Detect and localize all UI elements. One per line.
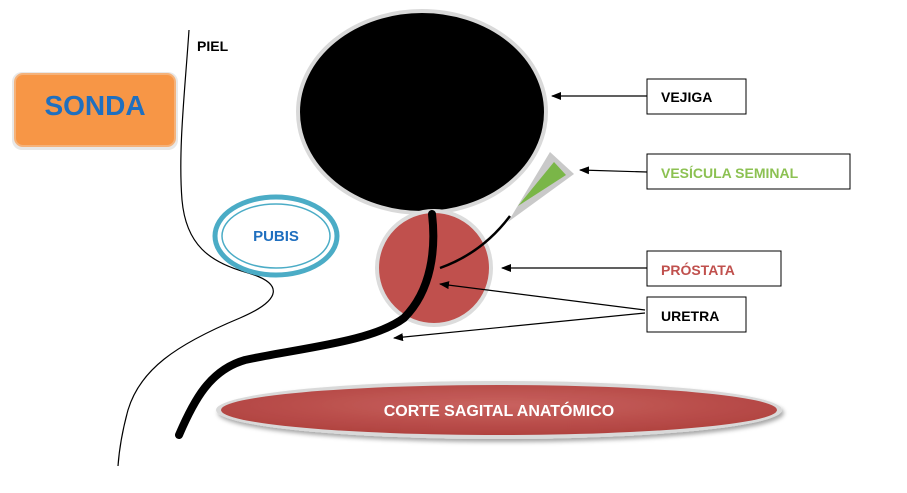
arrow-uretra-upper bbox=[439, 281, 646, 311]
arrow-vesicula bbox=[579, 166, 648, 175]
seminal-duct bbox=[439, 215, 511, 270]
pubis-ring: PUBIS bbox=[212, 194, 340, 278]
sonda-box: SONDA bbox=[12, 72, 178, 150]
vesicula-label: VESÍCULA SEMINAL bbox=[661, 165, 799, 181]
prostata-callout: PRÓSTATA bbox=[646, 250, 782, 287]
uretra-label: URETRA bbox=[661, 308, 719, 324]
pubis-label: PUBIS bbox=[253, 228, 299, 245]
uretra-callout: URETRA bbox=[646, 296, 747, 333]
sonda-label: SONDA bbox=[44, 90, 145, 121]
skin-line bbox=[117, 29, 274, 467]
vejiga-callout: VEJIGA bbox=[646, 78, 747, 115]
piel-label: PIEL bbox=[197, 38, 229, 54]
corte-label: CORTE SAGITAL ANATÓMICO bbox=[384, 401, 615, 420]
vejiga-label: VEJIGA bbox=[661, 89, 712, 105]
vesicula-shape bbox=[508, 152, 574, 222]
catheter-tube bbox=[175, 210, 438, 439]
vesicula-callout: VESÍCULA SEMINAL bbox=[646, 153, 851, 190]
prostata-label: PRÓSTATA bbox=[661, 261, 735, 278]
corte-sagital-banner bbox=[216, 381, 782, 439]
vejiga-shape bbox=[296, 9, 548, 215]
arrow-uretra-lower bbox=[393, 312, 646, 342]
